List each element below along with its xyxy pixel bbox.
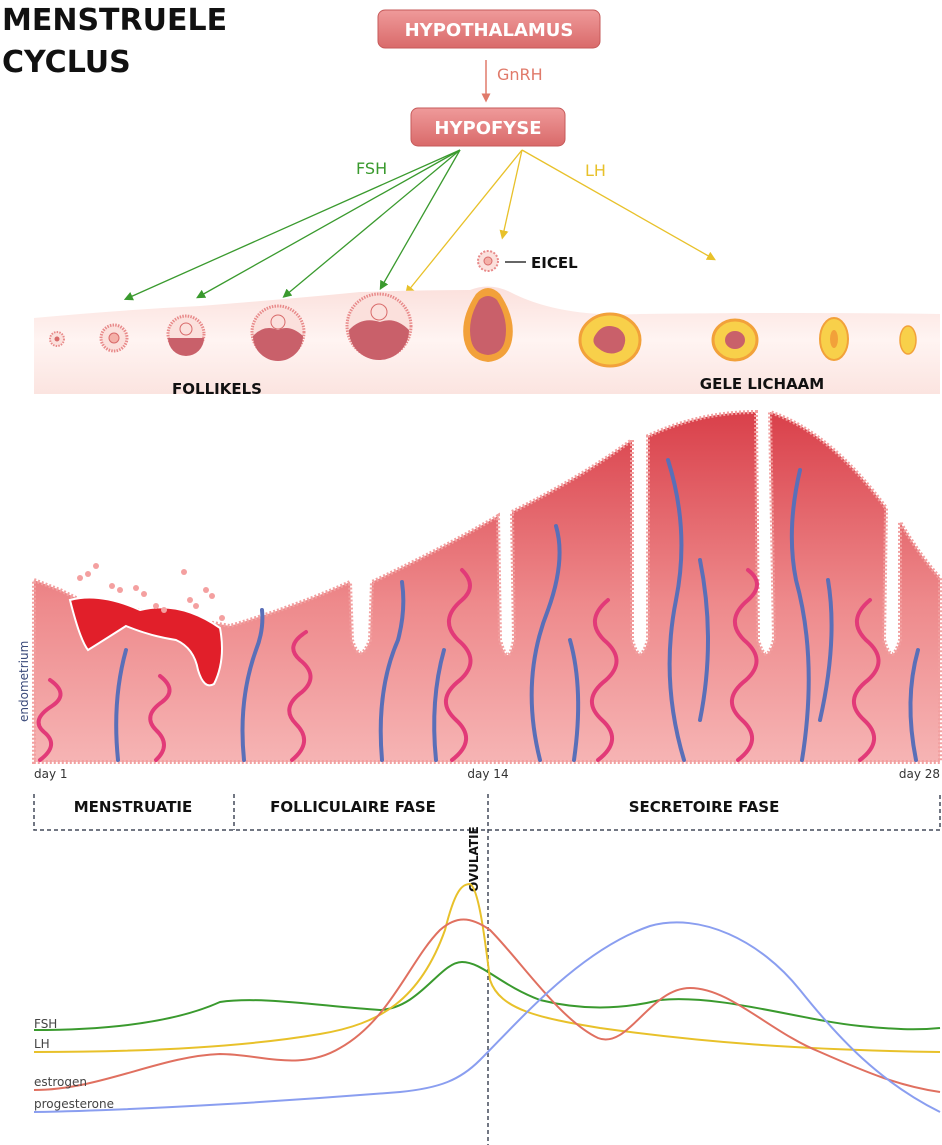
follicle-5 [345, 292, 413, 360]
lh-arrow-2 [499, 149, 523, 240]
phase-menstruatie: MENSTRUATIE [74, 798, 193, 816]
title-line-1: MENSTRUELE [2, 3, 227, 38]
graph-label-estrogen: estrogen [34, 1075, 87, 1089]
day-14-label: day 14 [467, 767, 508, 781]
lh-arrow-3 [521, 149, 716, 261]
fsh-arrow-3 [282, 149, 461, 298]
hypothalamus-label: HYPOTHALAMUS [405, 20, 574, 41]
corpus-luteum-3 [819, 317, 849, 361]
follicle-3 [166, 314, 206, 356]
phase-ovulatie: OVULATIE [467, 826, 481, 892]
progesterone-curve [33, 921, 941, 1113]
follicle-1 [49, 331, 65, 347]
gnrh-label: GnRH [497, 65, 543, 84]
corpus-luteum-2 [711, 318, 759, 362]
endometrium-tissue [32, 409, 942, 764]
follicle-2 [99, 323, 129, 353]
fsh-arrow-1 [123, 149, 461, 301]
follicle-4 [250, 304, 306, 361]
hypothalamus-box: HYPOTHALAMUS [377, 9, 601, 49]
hormone-curves [33, 882, 941, 1113]
fsh-curve [33, 960, 941, 1031]
spiral-arteries [36, 568, 881, 762]
phase-secretoire: SECRETOIRE FASE [629, 798, 780, 816]
day-1-label: day 1 [34, 767, 68, 781]
blood-vessels [114, 458, 920, 762]
lh-label: LH [585, 161, 606, 180]
endometrium-label: endometrium [17, 641, 31, 722]
follicles [49, 288, 917, 368]
graph-label-lh: LH [34, 1037, 50, 1051]
corpus-luteum-1 [578, 312, 642, 368]
fsh-arrow-4 [379, 149, 461, 290]
hypofyse-box: HYPOFYSE [410, 107, 566, 147]
lh-arrow-1 [405, 149, 523, 295]
day-28-label: day 28 [899, 767, 940, 781]
corpus-luteum-label: GELE LICHAAM [700, 375, 824, 393]
lh-curve [33, 882, 941, 1053]
phase-folliculaire: FOLLICULAIRE FASE [270, 798, 436, 816]
corpus-luteum-4 [899, 325, 917, 355]
graph-label-fsh: FSH [34, 1017, 57, 1031]
endometrium [32, 409, 942, 764]
graph-label-progesterone: progesterone [34, 1097, 114, 1111]
shed-cells [77, 563, 225, 621]
phase-brackets [33, 794, 941, 1145]
fsh-arrows [123, 149, 461, 301]
egg-cell-label: EICEL [531, 254, 578, 272]
egg-cell-icon [477, 250, 499, 272]
lh-arrows [405, 149, 716, 295]
follicles-label: FOLLIKELS [172, 380, 262, 398]
fsh-arrow-2 [196, 149, 461, 299]
title-line-2: CYCLUS [2, 45, 131, 80]
follicle-ruptured [463, 288, 513, 362]
estrogen-curve [33, 918, 941, 1093]
hypofyse-label: HYPOFYSE [434, 118, 541, 139]
fsh-label: FSH [356, 159, 387, 178]
